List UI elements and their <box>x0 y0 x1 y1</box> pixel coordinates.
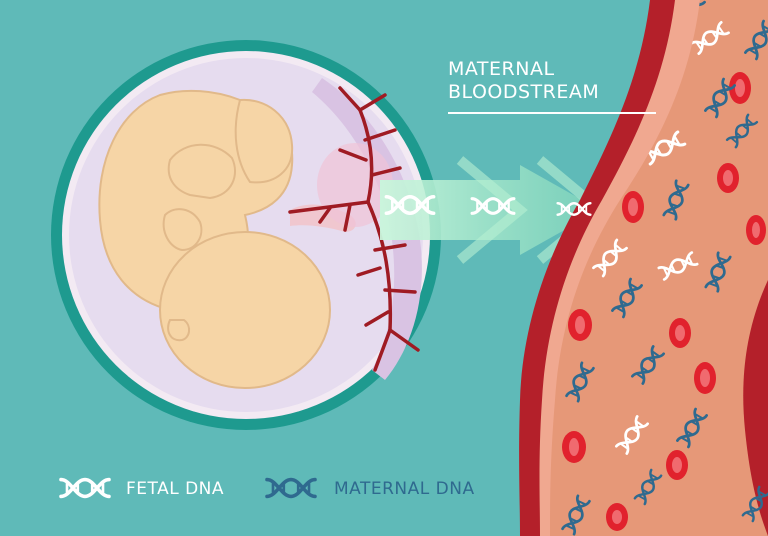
title-underline <box>448 112 656 114</box>
vessel-far-wall <box>743 280 768 536</box>
arrow-band <box>380 165 600 255</box>
dna-helix-white-icon <box>61 480 109 497</box>
placental-vessels <box>288 86 420 372</box>
bloodstream-title-line-1: MATERNAL <box>448 58 555 80</box>
red-cell <box>562 431 586 463</box>
red-cell <box>729 72 751 104</box>
red-cell <box>568 309 592 341</box>
fetus-hand <box>162 208 203 252</box>
red-cell <box>622 191 644 223</box>
fetus-knee <box>234 98 294 184</box>
red-cell <box>746 215 766 245</box>
bloodstream-title-line-2: BLOODSTREAM <box>448 81 600 103</box>
legend-maternal-dna-label: MATERNAL DNA <box>334 479 475 499</box>
fetus-arm <box>167 143 237 200</box>
arrow-chevron-1 <box>456 156 528 264</box>
fetus-ear <box>167 319 190 342</box>
dna-helix-blue-icon <box>267 480 315 497</box>
fetus <box>98 89 331 389</box>
bloodstream-contents <box>561 0 768 536</box>
red-cell <box>694 362 716 394</box>
legend-fetal-dna-label: FETAL DNA <box>126 479 225 499</box>
fetus-head <box>159 231 331 389</box>
red-cell <box>666 450 688 480</box>
red-cell <box>717 163 739 193</box>
red-cells <box>562 72 766 531</box>
red-cell <box>669 318 691 348</box>
red-cell <box>606 503 628 531</box>
placenta <box>312 78 422 380</box>
